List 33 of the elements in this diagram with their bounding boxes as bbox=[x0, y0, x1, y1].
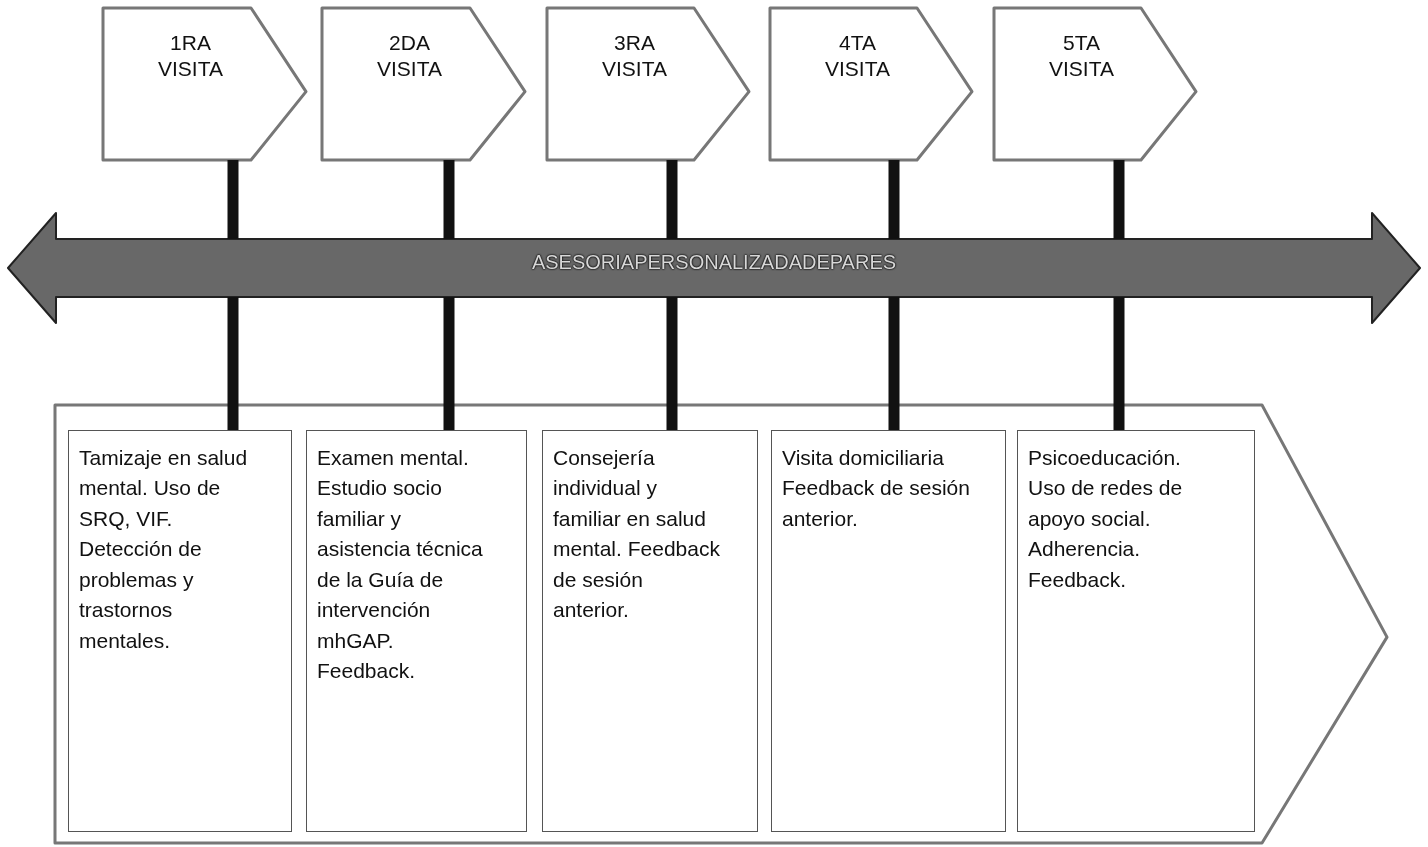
visit-tag bbox=[994, 8, 1196, 160]
visit-tag bbox=[322, 8, 525, 160]
connector-post bbox=[1113, 160, 1125, 239]
connector-post bbox=[1113, 297, 1125, 430]
visit-label: 1RA VISITA bbox=[157, 30, 224, 83]
visit-tag bbox=[770, 8, 972, 160]
step-description: Visita domiciliaria Feedback de sesión anterior. bbox=[782, 445, 971, 532]
timeline-label: ASESORIAPERSONALIZADADEPARES bbox=[530, 251, 898, 274]
step-box bbox=[306, 430, 527, 832]
visit-tag bbox=[547, 8, 749, 160]
connector-post bbox=[443, 297, 455, 430]
visit-label: 4TA VISITA bbox=[824, 30, 891, 83]
visit-tag bbox=[103, 8, 306, 160]
step-description: Examen mental. Estudio socio familiar y asistencia técnica de la Guía de intervención mhGAP. Feedback. bbox=[317, 445, 484, 685]
connector-post bbox=[227, 297, 239, 430]
step-description: Consejería individual y familiar en salud mental. Feedback de sesión anterior. bbox=[553, 445, 721, 624]
connector-post bbox=[666, 160, 678, 239]
step-description: Psicoeducación. Uso de redes de apoyo social. Adherencia. Feedback. bbox=[1028, 445, 1184, 593]
visit-label: 3RA VISITA bbox=[601, 30, 668, 83]
chevron-panel bbox=[55, 405, 1387, 843]
step-box bbox=[542, 430, 758, 832]
connector-post bbox=[227, 160, 239, 239]
connector-post bbox=[443, 160, 455, 239]
visit-label: 5TA VISITA bbox=[1048, 30, 1115, 83]
connector-post bbox=[666, 297, 678, 430]
step-box bbox=[771, 430, 1006, 832]
step-box bbox=[1017, 430, 1255, 832]
step-box bbox=[68, 430, 292, 832]
connector-post bbox=[888, 297, 900, 430]
connector-post bbox=[888, 160, 900, 239]
step-description: Tamizaje en salud mental. Uso de SRQ, VIF. Detección de problemas y trastornos mentales. bbox=[79, 445, 249, 654]
visit-label: 2DA VISITA bbox=[376, 30, 443, 83]
timeline-double-arrow bbox=[8, 213, 1420, 323]
